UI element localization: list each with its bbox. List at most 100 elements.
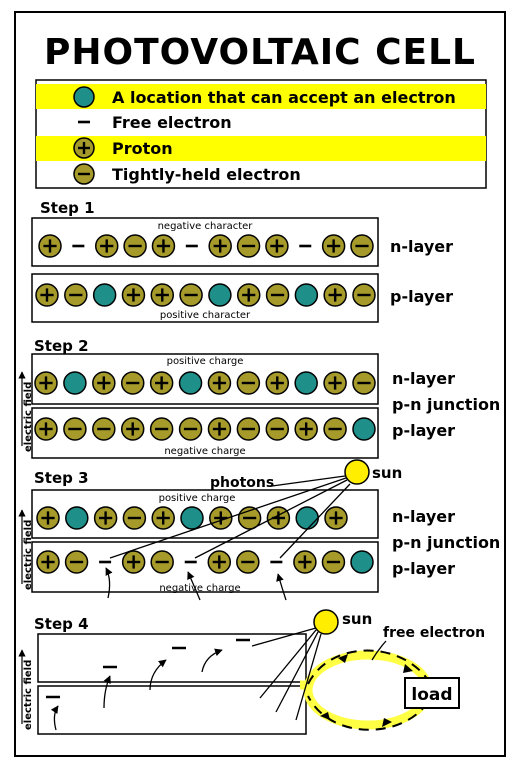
proton-symbol xyxy=(265,234,289,258)
sun-icon xyxy=(313,609,339,635)
legend-label: Free electron xyxy=(112,113,232,132)
load-label: load xyxy=(411,685,452,705)
proton-symbol xyxy=(208,234,232,258)
circuit-wire-top xyxy=(307,649,429,685)
hole-symbol xyxy=(352,417,376,441)
bound-electron-symbol xyxy=(122,506,147,530)
sun-label: sun xyxy=(342,610,372,628)
bound-electron-symbol xyxy=(236,371,261,395)
bound-electron-symbol xyxy=(123,234,147,258)
page-title: PHOTOVOLTAIC CELL xyxy=(44,32,476,73)
circuit-wire-bottom xyxy=(307,695,429,731)
layer-label: p-layer xyxy=(392,559,455,578)
proton-symbol xyxy=(121,283,146,307)
bound-electron-symbol xyxy=(236,234,261,258)
proton-symbol xyxy=(266,506,291,530)
hole-symbol xyxy=(73,86,95,108)
legend-highlight-row xyxy=(36,136,486,161)
hole-symbol xyxy=(208,283,232,307)
bound-electron-symbol xyxy=(265,417,290,441)
proton-symbol xyxy=(324,506,348,530)
field-label: electric field xyxy=(23,520,34,590)
hole-symbol xyxy=(178,371,203,395)
proton-symbol xyxy=(38,234,62,258)
step-4: Step 4 load free electron sun xyxy=(18,609,485,735)
field-label: electric field xyxy=(23,382,34,452)
bound-electron-symbol xyxy=(350,234,374,258)
proton-symbol xyxy=(323,283,347,307)
proton-symbol xyxy=(151,506,175,530)
legend-highlight-row xyxy=(36,84,486,109)
step-title: Step 4 xyxy=(34,615,89,633)
p-layer-box xyxy=(31,541,379,593)
step-3: Step 3 photons sun positive charge negat… xyxy=(18,459,500,601)
sun-icon xyxy=(344,459,370,485)
legend-label: A location that can accept an electron xyxy=(112,88,456,107)
bound-electron-symbol xyxy=(178,417,203,441)
legend: A location that can accept an electronFr… xyxy=(35,79,487,189)
proton-symbol xyxy=(121,550,146,574)
hole-symbol xyxy=(180,506,204,530)
proton-symbol xyxy=(207,371,232,395)
proton-symbol xyxy=(150,283,175,307)
electron-paths xyxy=(50,648,223,731)
photons-label: photons xyxy=(210,475,274,491)
proton-symbol xyxy=(120,417,145,441)
proton-symbol xyxy=(149,371,174,395)
photon-rays xyxy=(251,627,322,721)
bound-electron-symbol xyxy=(64,550,89,574)
junction-label: p-n junction xyxy=(392,395,500,414)
hole-symbol xyxy=(350,550,374,574)
proton-symbol xyxy=(93,506,118,530)
bound-electron-symbol xyxy=(92,417,116,441)
proton-symbol xyxy=(151,234,176,258)
step-title: Step 3 xyxy=(34,469,89,487)
free-electron-label: free electron xyxy=(383,625,485,641)
step-title: Step 1 xyxy=(40,199,95,217)
load-box xyxy=(404,677,460,709)
hole-symbol xyxy=(92,283,117,307)
p-layer-box xyxy=(31,273,379,323)
layer-caption: negative character xyxy=(158,221,254,232)
proton-symbol xyxy=(265,371,290,395)
layer-caption: positive charge xyxy=(167,356,244,367)
bound-electron-symbol xyxy=(149,417,174,441)
hole-symbol xyxy=(294,283,319,307)
n-layer-box xyxy=(37,633,307,683)
proton-symbol xyxy=(36,506,60,530)
bound-electron-symbol xyxy=(323,417,347,441)
hole-symbol xyxy=(295,506,319,530)
n-layer-box xyxy=(31,217,379,267)
layer-caption: negative charge xyxy=(159,583,240,594)
layer-caption: negative charge xyxy=(164,446,245,457)
field-label: electric field xyxy=(23,660,34,730)
proton-symbol xyxy=(209,506,233,530)
layer-label: n-layer xyxy=(390,237,453,256)
proton-symbol xyxy=(34,417,58,441)
hole-symbol xyxy=(65,506,89,530)
bound-electron-symbol xyxy=(265,283,290,307)
n-layer-box xyxy=(31,489,379,539)
bound-electron-symbol xyxy=(236,417,261,441)
hole-symbol xyxy=(63,371,87,395)
bound-electron-symbol xyxy=(352,371,376,395)
layer-label: p-layer xyxy=(392,421,455,440)
bound-electron-symbol xyxy=(150,550,174,574)
n-layer-box xyxy=(31,353,379,405)
bound-electron-symbol xyxy=(179,283,203,307)
bound-electron-symbol xyxy=(352,283,376,307)
hole-symbol xyxy=(294,371,318,395)
bound-electron-symbol xyxy=(73,163,95,185)
proton-symbol xyxy=(94,234,119,258)
proton-symbol xyxy=(34,371,58,395)
electron-symbols xyxy=(46,638,250,699)
step-2: Step 2 positive charge negative charge n… xyxy=(18,337,500,459)
p-layer-box xyxy=(37,685,307,735)
proton-symbol xyxy=(321,234,346,258)
junction-label: p-n junction xyxy=(392,533,500,552)
proton-symbol xyxy=(92,371,116,395)
sun-label: sun xyxy=(372,464,402,482)
step-1: Step 1 negative character n-layer positi… xyxy=(31,199,453,323)
layer-caption: positive character xyxy=(160,310,251,321)
bound-electron-symbol xyxy=(64,283,88,307)
